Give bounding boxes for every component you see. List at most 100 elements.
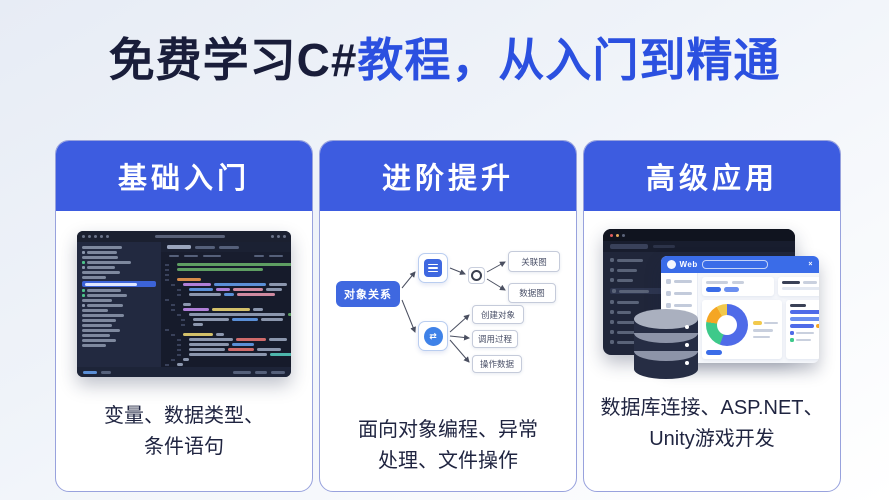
gear-icon [471,270,482,281]
file-tree-row [82,251,156,254]
file-tree-row [82,324,156,327]
swap-icon: ⇄ [423,326,443,346]
file-tree-row [82,266,156,269]
code-line [165,358,287,361]
connector-node [468,267,485,284]
diagram-label: 关联图 [508,251,560,272]
file-tree-row [82,276,156,279]
table-node [418,253,448,283]
sidebar-row [609,330,662,334]
summary-panel [778,277,819,296]
file-tree-row [82,314,156,317]
card-basics: 基础入门 [55,140,313,492]
diagram-label: 创建对象 [472,305,524,324]
code-line [165,298,287,301]
editor-tabs [161,242,291,252]
editor-pane [161,242,291,367]
list-panel [785,300,819,359]
card-intermediate: 进阶提升 [319,140,577,492]
editor-toolbar [161,252,291,260]
donut-panel [701,300,782,359]
code-line [165,343,287,346]
sidebar-row [609,278,662,282]
code-line [165,348,287,351]
stats-panel [701,277,775,296]
code-node: ⇄ [418,321,448,351]
code-line [165,288,287,291]
file-tree-row [82,289,156,292]
file-tree-row [82,304,156,307]
sidebar-row [609,288,662,294]
editor-file-tree [77,242,161,367]
code-line [165,338,287,341]
code-line [165,283,287,286]
page-title: 免费学习C#教程，从入门到精通 [0,24,889,90]
code-line [165,313,291,316]
file-tree-row [82,334,156,337]
code-line [165,363,287,366]
code-line [165,318,287,321]
file-tree-row [82,271,156,274]
file-tree-row [82,261,156,264]
editor-titlebar [77,231,291,242]
sidebar-row [609,268,662,272]
object-relation-diagram: 对象关系 ⇄ 关联图 数据图 创建对象 调用过程 操作数据 [332,237,564,387]
code-line [165,353,291,356]
code-line [165,308,287,311]
card-basics-caption: 变量、数据类型、 条件语句 [104,405,264,458]
table-icon [424,259,442,277]
code-line [165,333,287,336]
file-tree-row [82,281,156,287]
database-icon [633,309,698,379]
globe-icon [666,260,676,269]
dark-window-sidebar [603,252,669,355]
code-editor-screenshot [77,231,291,377]
editor-statusbar [77,367,291,377]
card-advanced-header: 高级应用 [584,141,840,211]
donut-chart [705,304,748,346]
code-line [165,323,287,326]
card-intermediate-caption: 面向对象编程、异常 处理、文件操作 [358,419,538,472]
card-basics-header: 基础入门 [56,141,312,211]
file-tree-row [82,294,156,297]
sidebar-row [609,320,662,324]
file-tree-row [82,329,156,332]
web-app-illustration: Web × [595,223,830,381]
title-dark-part: 免费学习C# [108,34,358,86]
code-line [165,263,291,266]
card-advanced-caption: 数据库连接、ASP.NET、 Unity游戏开发 [600,397,824,450]
file-tree-row [82,299,156,302]
sidebar-row [609,300,662,304]
file-tree-row [82,339,156,342]
sidebar-row [609,258,662,262]
editor-code-area [161,260,291,367]
code-line [165,328,287,331]
cards-row: 基础入门 [55,140,841,492]
file-tree-row [82,256,156,259]
web-content [698,273,819,363]
code-line [165,293,287,296]
web-dashboard-window: Web × [660,256,819,363]
code-line [165,268,287,271]
card-advanced: 高级应用 [583,140,841,492]
file-tree-row [82,319,156,322]
code-line [165,273,287,276]
sidebar-row [609,310,662,314]
code-line [165,278,287,281]
diagram-label: 数据图 [508,283,556,303]
code-line [165,303,287,306]
sidebar-row [609,340,662,344]
file-tree-row [82,309,156,312]
file-tree-row [82,246,156,249]
close-icon: × [808,261,813,268]
diagram-label: 操作数据 [472,355,522,373]
card-intermediate-header: 进阶提升 [320,141,576,211]
diagram-root-node: 对象关系 [336,281,400,307]
address-bar [701,260,768,269]
dark-window-titlebar [602,229,795,241]
diagram-label: 调用过程 [472,330,518,348]
file-tree-row [82,344,156,347]
web-header: Web × [660,256,819,273]
title-blue-part: 教程，从入门到精通 [357,34,781,86]
